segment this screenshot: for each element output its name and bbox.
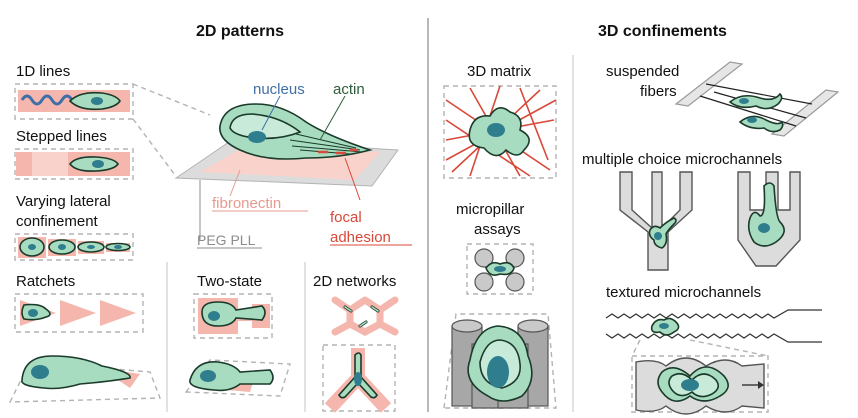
central-nucleus	[248, 131, 266, 143]
header-2d-patterns: 2D patterns	[196, 23, 284, 40]
panel-ratchets	[8, 293, 162, 403]
central-cell-inner	[229, 113, 302, 140]
projection-top	[132, 83, 211, 116]
label-peg-pll: PEG PLL	[197, 232, 256, 248]
panel-micropillar-3d	[443, 313, 557, 409]
header-3d-confinements: 3D confinements	[598, 23, 727, 40]
cell-two-state	[201, 301, 266, 327]
projection-bottom	[132, 118, 176, 176]
panel-two-state	[184, 293, 291, 397]
label-multiple-choice: multiple choice microchannels	[582, 151, 782, 168]
fibronectin-pointer	[229, 169, 241, 197]
panel-micropillar-top	[466, 243, 534, 295]
cell-multichoice-2	[747, 182, 785, 247]
panel-stepped-lines	[14, 148, 134, 180]
panel-multiple-choice-2	[737, 171, 801, 267]
panel-varying-lateral	[14, 233, 134, 261]
focal-adhesion-marks	[318, 148, 358, 155]
cell-two-state-3d	[189, 361, 274, 392]
nucleus-pointer	[261, 95, 281, 131]
label-stepped-lines: Stepped lines	[16, 128, 107, 145]
label-varying-lateral-1: Varying lateral	[16, 193, 111, 210]
label-3d-matrix: 3D matrix	[467, 63, 532, 80]
actin-fibers	[289, 133, 363, 155]
label-micropillar-1: micropillar	[456, 201, 524, 218]
label-actin: actin	[333, 81, 365, 98]
cell-ratchet-3d	[21, 355, 131, 390]
panel-1d-lines	[14, 83, 134, 120]
label-1d-lines: 1D lines	[16, 63, 70, 80]
actin-pointer	[319, 95, 346, 141]
panel-suspended-fibers	[674, 61, 840, 137]
central-cell-illustration	[174, 95, 399, 240]
label-suspended-2: fibers	[640, 83, 677, 100]
cell-multichoice-1	[648, 217, 677, 249]
label-varying-lateral-2: confinement	[16, 213, 99, 230]
panel-textured-channel	[605, 309, 822, 415]
label-ratchets: Ratchets	[16, 273, 75, 290]
label-suspended-1: suspended	[606, 63, 679, 80]
cell-fiber-1	[728, 92, 783, 110]
cell-fiber-2	[738, 115, 784, 133]
label-fibronectin: fibronectin	[212, 195, 281, 212]
label-focal: focal	[330, 209, 362, 226]
nucleus-stepped	[92, 160, 104, 168]
label-2d-networks: 2D networks	[313, 273, 396, 290]
panel-3d-matrix	[443, 85, 557, 179]
label-textured: textured microchannels	[606, 284, 761, 301]
panel-multiple-choice-1	[619, 171, 693, 271]
label-nucleus: nucleus	[253, 81, 305, 98]
adhesion-pointer	[344, 157, 361, 201]
label-micropillar-2: assays	[474, 221, 521, 238]
label-adhesion: adhesion	[330, 229, 391, 246]
panel-2d-networks	[322, 296, 399, 413]
nucleus-squiggle	[20, 94, 74, 106]
label-two-state: Two-state	[197, 273, 262, 290]
nucleus-1d	[91, 97, 103, 105]
